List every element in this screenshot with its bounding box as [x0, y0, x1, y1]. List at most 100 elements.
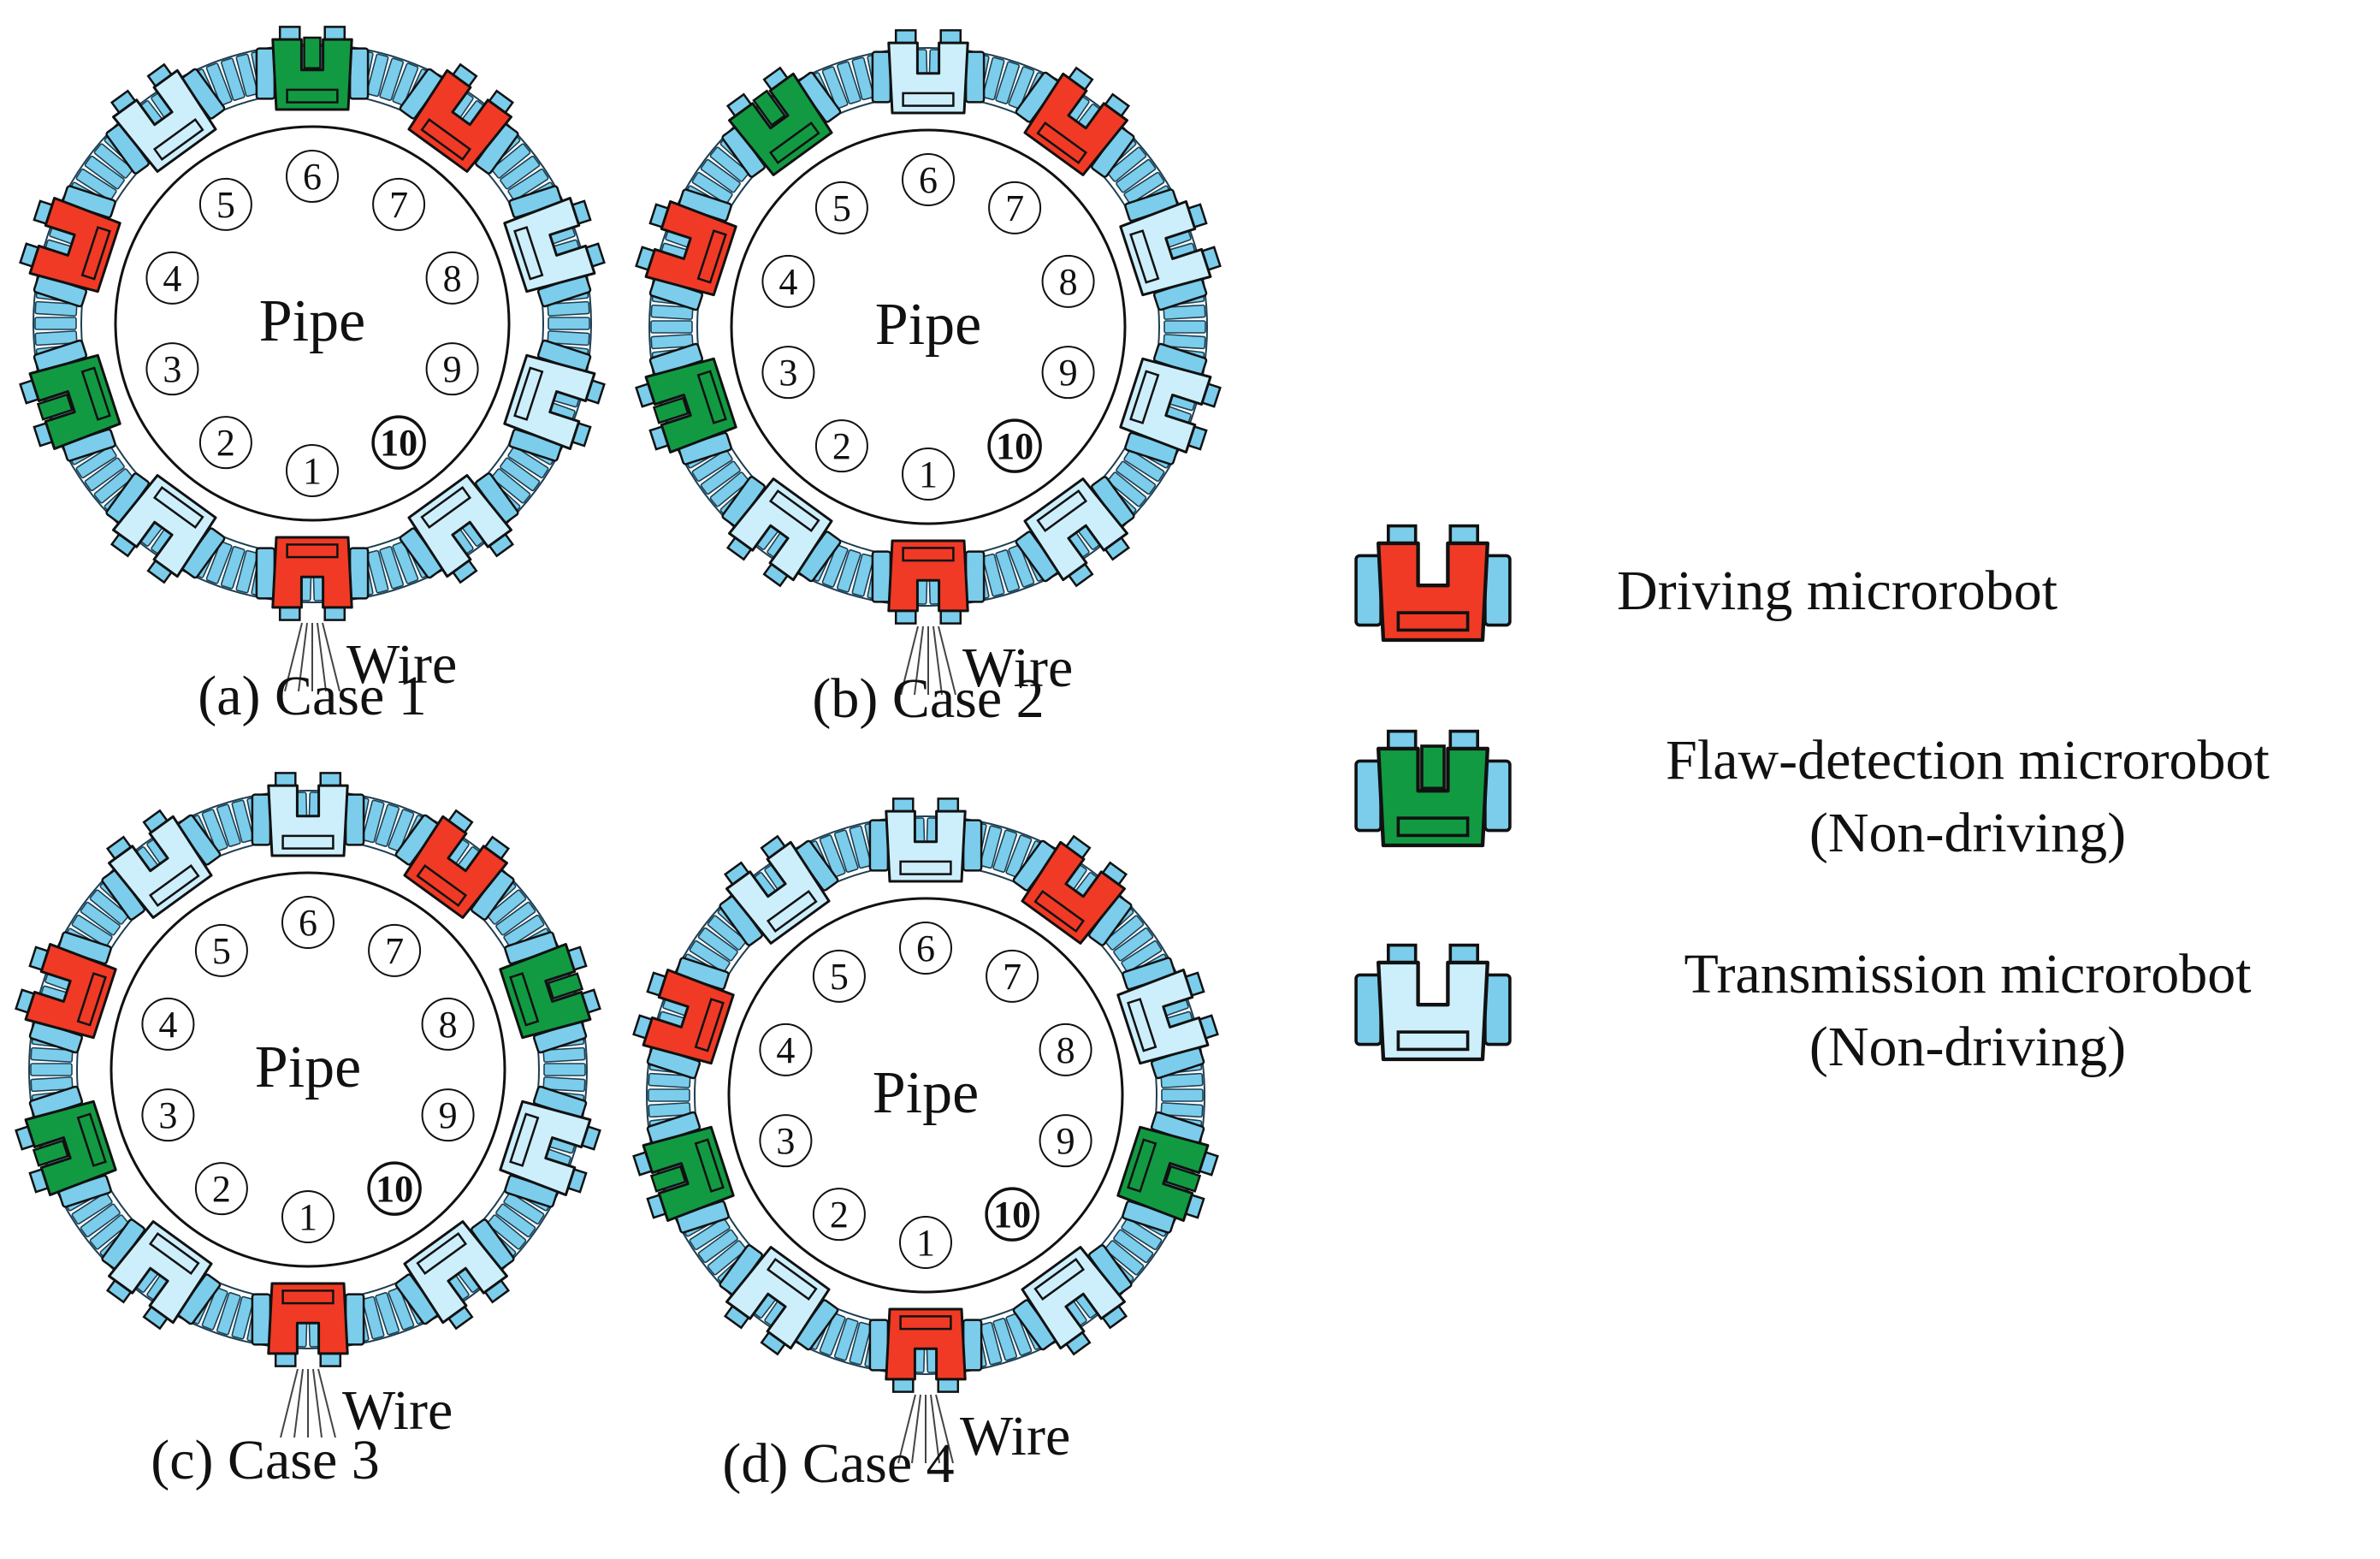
- position-number-1: 1: [286, 444, 339, 497]
- transmission-microrobot-icon: [721, 476, 842, 588]
- svg-text:7: 7: [1003, 956, 1021, 998]
- transmission-microrobot-icon: [1012, 1244, 1133, 1356]
- svg-text:6: 6: [916, 928, 935, 969]
- position-number-6: 6: [281, 896, 335, 949]
- ring-slot-7: [394, 809, 515, 921]
- driving-microrobot-icon: [15, 931, 117, 1054]
- svg-text:10: 10: [996, 425, 1033, 467]
- ring-slot-5: [105, 62, 226, 175]
- position-number-10: 10: [987, 418, 1042, 473]
- driving-microrobot-icon: [394, 809, 515, 921]
- transmission-microrobot-icon: [719, 834, 839, 946]
- position-number-2: 2: [812, 1188, 866, 1242]
- position-number-7: 7: [372, 177, 426, 231]
- position-number-9: 9: [421, 1088, 475, 1142]
- transmission-microrobot-icon: [503, 339, 606, 462]
- svg-text:5: 5: [212, 930, 231, 972]
- ring-slot-2: [101, 1218, 222, 1331]
- position-number-9: 9: [1039, 1114, 1092, 1168]
- transmission-microrobot-icon: [105, 472, 226, 584]
- position-number-8: 8: [421, 997, 475, 1051]
- ring-slot-9: [1116, 1111, 1219, 1234]
- ring-slot-7: [1012, 834, 1133, 946]
- ring-slot-3: [19, 339, 121, 462]
- svg-text:4: 4: [158, 1004, 177, 1046]
- svg-text:5: 5: [830, 956, 849, 998]
- transmission-microrobot-icon: [251, 772, 365, 857]
- svg-text:1: 1: [916, 1222, 935, 1264]
- ring-slot-3: [632, 1111, 735, 1234]
- position-number-10: 10: [367, 1161, 422, 1216]
- position-number-10: 10: [371, 415, 426, 470]
- position-number-3: 3: [759, 1114, 813, 1168]
- position-number-5: 5: [814, 181, 868, 234]
- pipe-label: Pipe: [873, 1060, 979, 1126]
- legend-label: Driving microrobot: [1617, 560, 2057, 622]
- ring-slot-3: [635, 342, 737, 465]
- position-number-4: 4: [761, 254, 815, 308]
- position-number-6: 6: [902, 153, 955, 206]
- ring-slot-5: [719, 834, 839, 946]
- ring-slot-2: [721, 476, 842, 588]
- driving-microrobot-icon: [871, 539, 986, 625]
- svg-text:6: 6: [299, 902, 317, 944]
- legend-item-driving: Driving microrobot: [1354, 524, 2057, 643]
- position-number-9: 9: [425, 342, 479, 396]
- ring-slot-10: [1015, 476, 1135, 588]
- legend-sublabel: (Non-driving): [1809, 1016, 2126, 1078]
- svg-text:7: 7: [389, 184, 408, 226]
- ring-slot-8: [1119, 188, 1222, 311]
- driving-microrobot-icon: [868, 1307, 983, 1393]
- transmission-microrobot-icon: [868, 797, 983, 883]
- ring-slot-8: [499, 931, 601, 1054]
- transmission-microrobot-icon: [101, 1218, 222, 1331]
- svg-text:4: 4: [779, 261, 797, 303]
- svg-text:9: 9: [1059, 352, 1078, 394]
- transmission-microrobot-icon: [871, 29, 986, 115]
- pipe-label: Pipe: [259, 288, 365, 354]
- svg-text:1: 1: [299, 1196, 317, 1238]
- flaw-microrobot-icon: [1354, 729, 1512, 848]
- svg-text:2: 2: [212, 1168, 231, 1210]
- svg-text:2: 2: [832, 425, 851, 467]
- position-number-2: 2: [194, 1162, 248, 1216]
- transmission-microrobot-icon: [719, 1244, 839, 1356]
- position-number-9: 9: [1041, 346, 1095, 400]
- legend-label: Flaw-detection microrobot: [1666, 729, 2270, 791]
- flaw-microrobot-icon: [19, 339, 121, 462]
- svg-text:4: 4: [163, 258, 181, 299]
- transmission-microrobot-icon: [394, 1218, 515, 1331]
- svg-text:8: 8: [1057, 1029, 1075, 1071]
- driving-microrobot-icon: [251, 1282, 365, 1367]
- position-number-7: 7: [986, 949, 1039, 1003]
- ring-slot-2: [719, 1244, 839, 1356]
- wire-label: Wire: [960, 1405, 1070, 1467]
- flaw-microrobot-icon: [255, 26, 370, 111]
- transmission-microrobot-icon: [1116, 957, 1219, 1080]
- position-number-5: 5: [812, 949, 866, 1003]
- svg-text:6: 6: [303, 156, 322, 198]
- transmission-microrobot-icon: [1119, 342, 1222, 465]
- ring-slot-4: [15, 931, 117, 1054]
- position-number-1: 1: [281, 1190, 335, 1243]
- svg-text:1: 1: [919, 453, 938, 495]
- transmission-microrobot-icon: [105, 62, 226, 175]
- position-number-7: 7: [988, 181, 1042, 234]
- position-number-4: 4: [141, 997, 195, 1051]
- ring-slot-7: [399, 62, 519, 175]
- position-number-10: 10: [985, 1187, 1039, 1242]
- position-number-6: 6: [899, 922, 952, 975]
- position-number-2: 2: [814, 419, 868, 473]
- transmission-microrobot-icon: [503, 185, 606, 308]
- ring-slot-10: [1012, 1244, 1133, 1356]
- ring-slot-1: [868, 1307, 983, 1393]
- flaw-microrobot-icon: [632, 1111, 735, 1234]
- position-number-5: 5: [198, 177, 252, 231]
- svg-text:7: 7: [385, 930, 404, 972]
- ring-slot-9: [499, 1085, 601, 1208]
- ring-slot-9: [503, 339, 606, 462]
